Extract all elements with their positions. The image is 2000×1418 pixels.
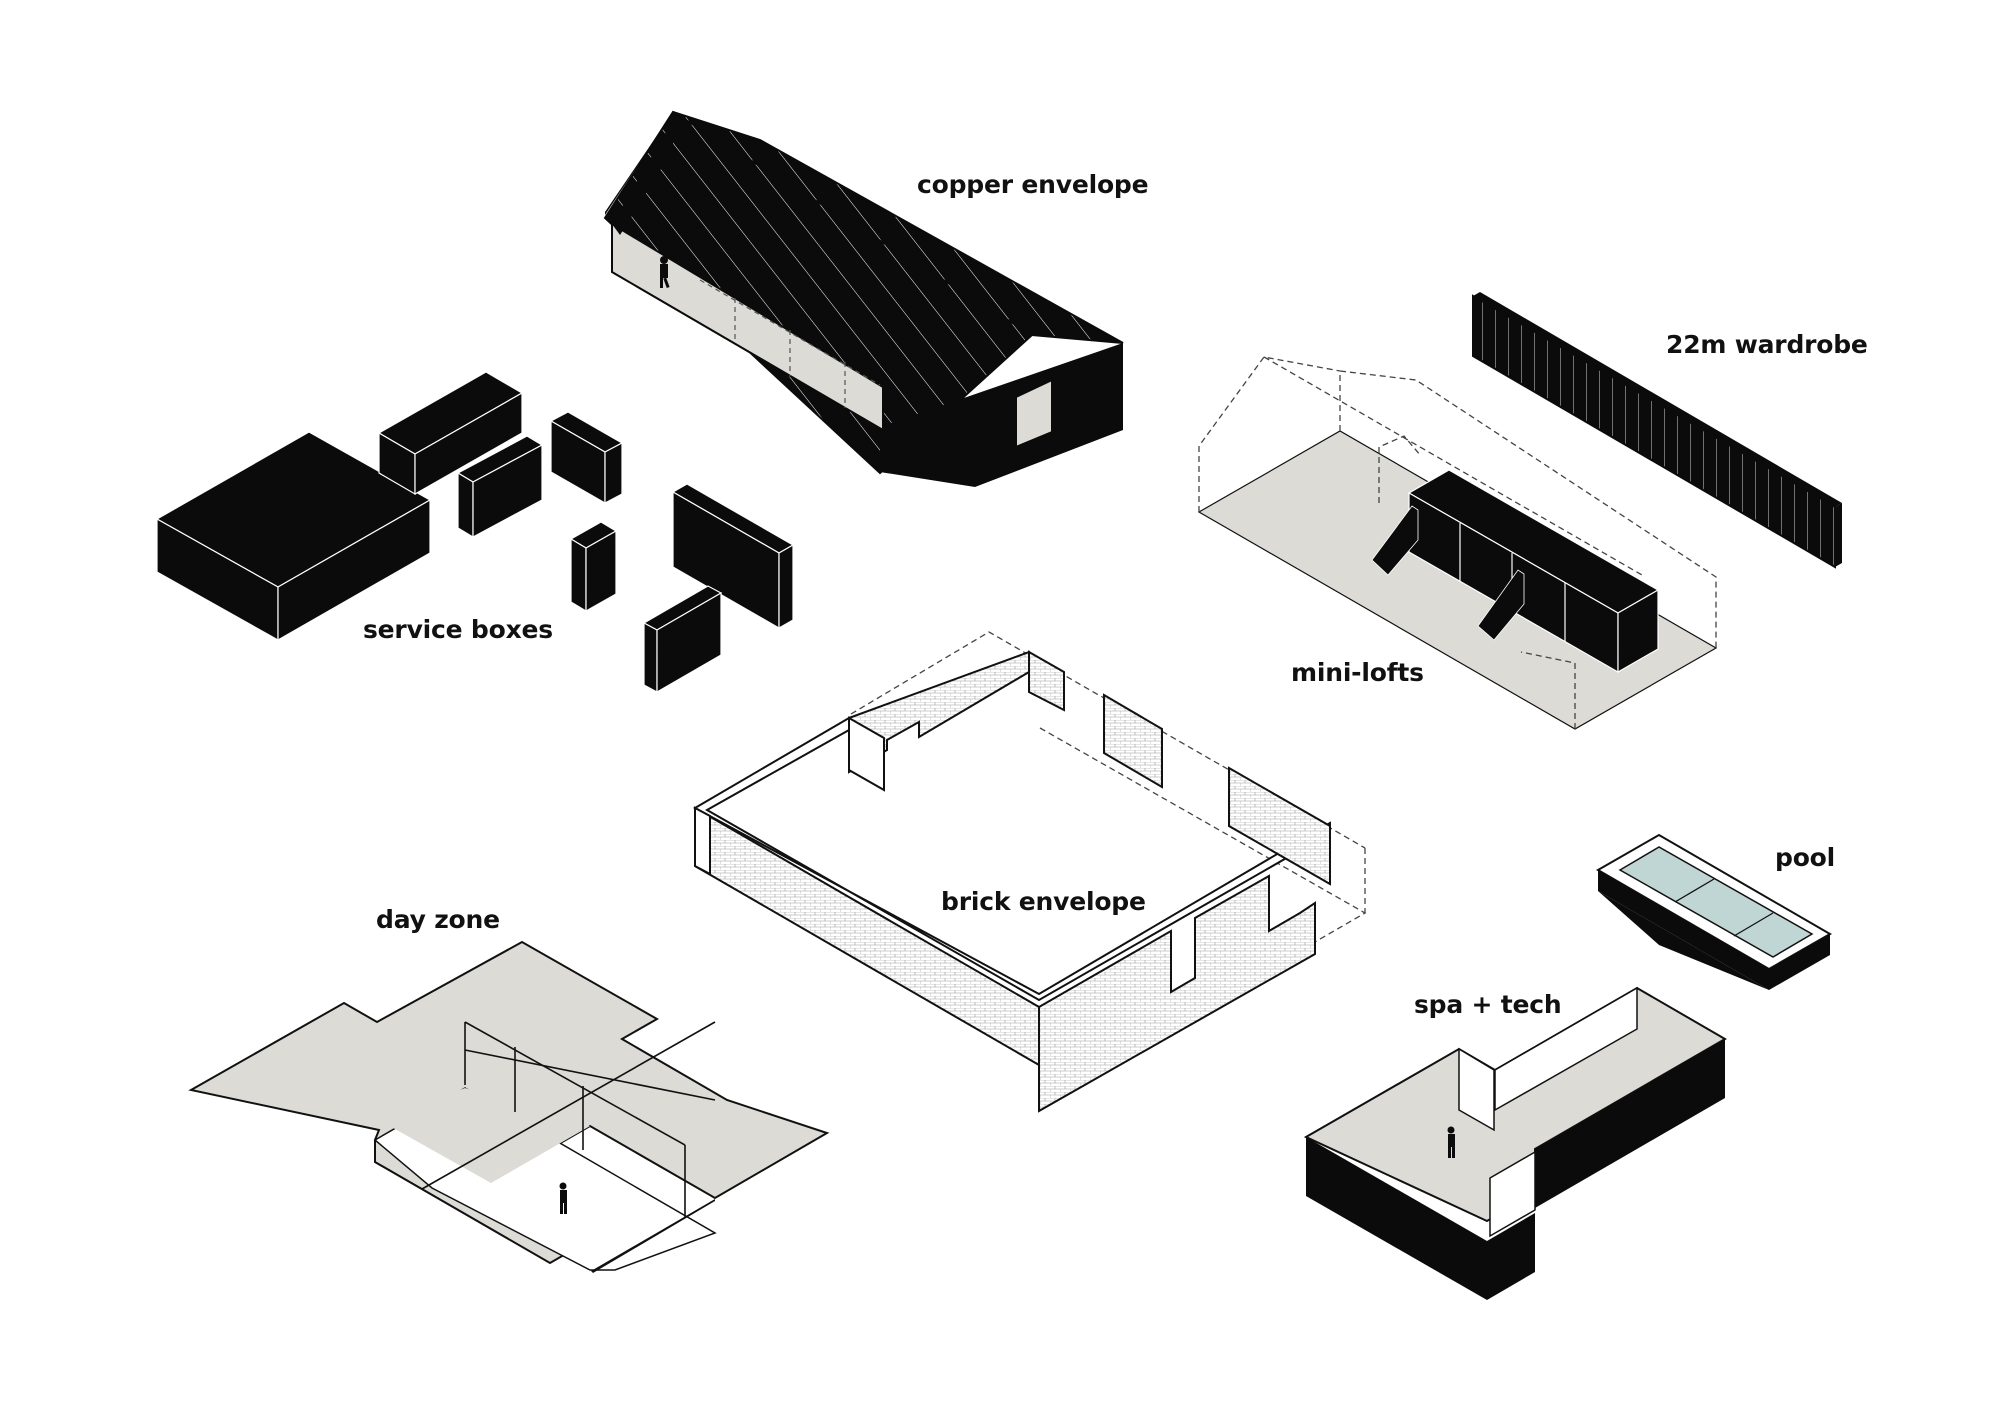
label-day-zone: day zone <box>376 905 500 934</box>
service-boxes-group <box>155 371 795 694</box>
label-pool: pool <box>1775 843 1836 872</box>
day-zone-volume <box>188 940 830 1273</box>
label-copper-envelope: copper envelope <box>917 170 1149 199</box>
copper-envelope-volume <box>603 110 1124 487</box>
label-spa-tech: spa + tech <box>1414 990 1562 1019</box>
label-mini-lofts: mini-lofts <box>1291 658 1424 687</box>
label-service-boxes: service boxes <box>363 615 553 644</box>
label-brick-envelope: brick envelope <box>941 887 1146 916</box>
wardrobe-volume <box>1472 292 1842 569</box>
mini-lofts-volume <box>1197 356 1718 730</box>
brick-envelope-volume <box>692 631 1367 1113</box>
label-22m-wardrobe: 22m wardrobe <box>1666 330 1868 359</box>
spa-tech-volume <box>1303 986 1727 1300</box>
pool-volume <box>1595 833 1833 990</box>
